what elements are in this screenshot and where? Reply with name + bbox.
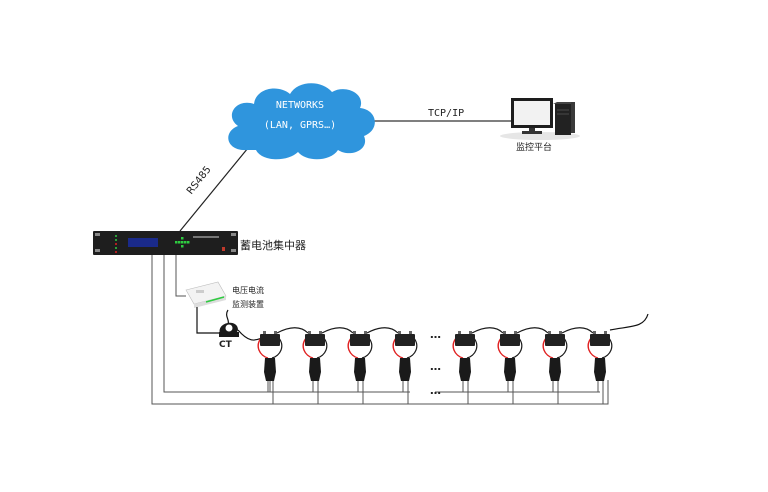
battery-jumper-wire — [321, 327, 354, 334]
battery-terminal — [308, 331, 311, 334]
battery-jumper-wire — [516, 327, 549, 334]
battery-string — [257, 327, 613, 404]
battery-jumper-wire — [561, 327, 594, 334]
battery-icon — [455, 334, 475, 346]
battery-icon — [545, 334, 565, 346]
battery-terminal — [409, 331, 412, 334]
battery-terminal — [263, 331, 266, 334]
battery-sensor-icon — [594, 358, 606, 381]
sensor-label-line1: 电压电流 — [232, 286, 264, 295]
battery-sensor-icon — [504, 358, 516, 381]
ct-clamp-icon — [219, 322, 239, 337]
battery-icon — [260, 334, 280, 346]
battery-terminal — [593, 331, 596, 334]
battery-terminal — [503, 331, 506, 334]
battery-icon — [500, 334, 520, 346]
tcpip-label: TCP/IP — [428, 108, 465, 119]
monitor-label: 监控平台 — [516, 143, 553, 153]
rs485-link — [179, 147, 249, 232]
battery-terminal — [469, 331, 472, 334]
battery-jumper-wire — [276, 327, 309, 334]
network-title: NETWORKS — [275, 100, 325, 111]
battery-terminal — [353, 331, 356, 334]
battery-terminal — [319, 331, 322, 334]
battery-sensor-icon — [549, 358, 561, 381]
battery-icon — [395, 334, 415, 346]
battery-jumper-wire — [471, 327, 504, 334]
concentrator-label: 蓄电池集中器 — [240, 239, 306, 252]
battery-icon — [305, 334, 325, 346]
battery-terminal — [458, 331, 461, 334]
battery-terminal — [604, 331, 607, 334]
monitor-computer-icon — [500, 98, 580, 140]
ct-label: CT — [219, 340, 232, 350]
ellipsis-row-1: … — [430, 328, 441, 341]
battery-sensor-icon — [399, 358, 411, 381]
battery-terminal — [398, 331, 401, 334]
battery-terminal — [559, 331, 562, 334]
ellipsis-row-3: … — [430, 384, 441, 397]
network-cloud — [228, 83, 375, 160]
battery-sensor-icon — [354, 358, 366, 381]
sensor-to-ct-wire2 — [225, 309, 230, 325]
bus-lines — [151, 255, 609, 405]
battery-icon — [350, 334, 370, 346]
battery-sensor-icon — [264, 358, 276, 381]
network-subtitle: (LAN, GPRS…) — [263, 120, 337, 131]
battery-terminal — [274, 331, 277, 334]
battery-jumper-wire — [366, 327, 399, 334]
sensor-label-line2: 监测装置 — [232, 300, 264, 309]
battery-terminal — [514, 331, 517, 334]
battery-sensor-icon — [459, 358, 471, 381]
ellipsis-row-2: … — [430, 360, 441, 373]
voltage-current-sensor-device — [185, 281, 227, 308]
battery-terminal — [364, 331, 367, 334]
string-tail-wire — [609, 313, 649, 331]
battery-concentrator-device — [93, 231, 238, 255]
battery-terminal — [548, 331, 551, 334]
battery-icon — [590, 334, 610, 346]
battery-sensor-icon — [309, 358, 321, 381]
sensor-to-ct-wire — [196, 307, 222, 334]
ct-to-battery-wire — [237, 329, 263, 341]
